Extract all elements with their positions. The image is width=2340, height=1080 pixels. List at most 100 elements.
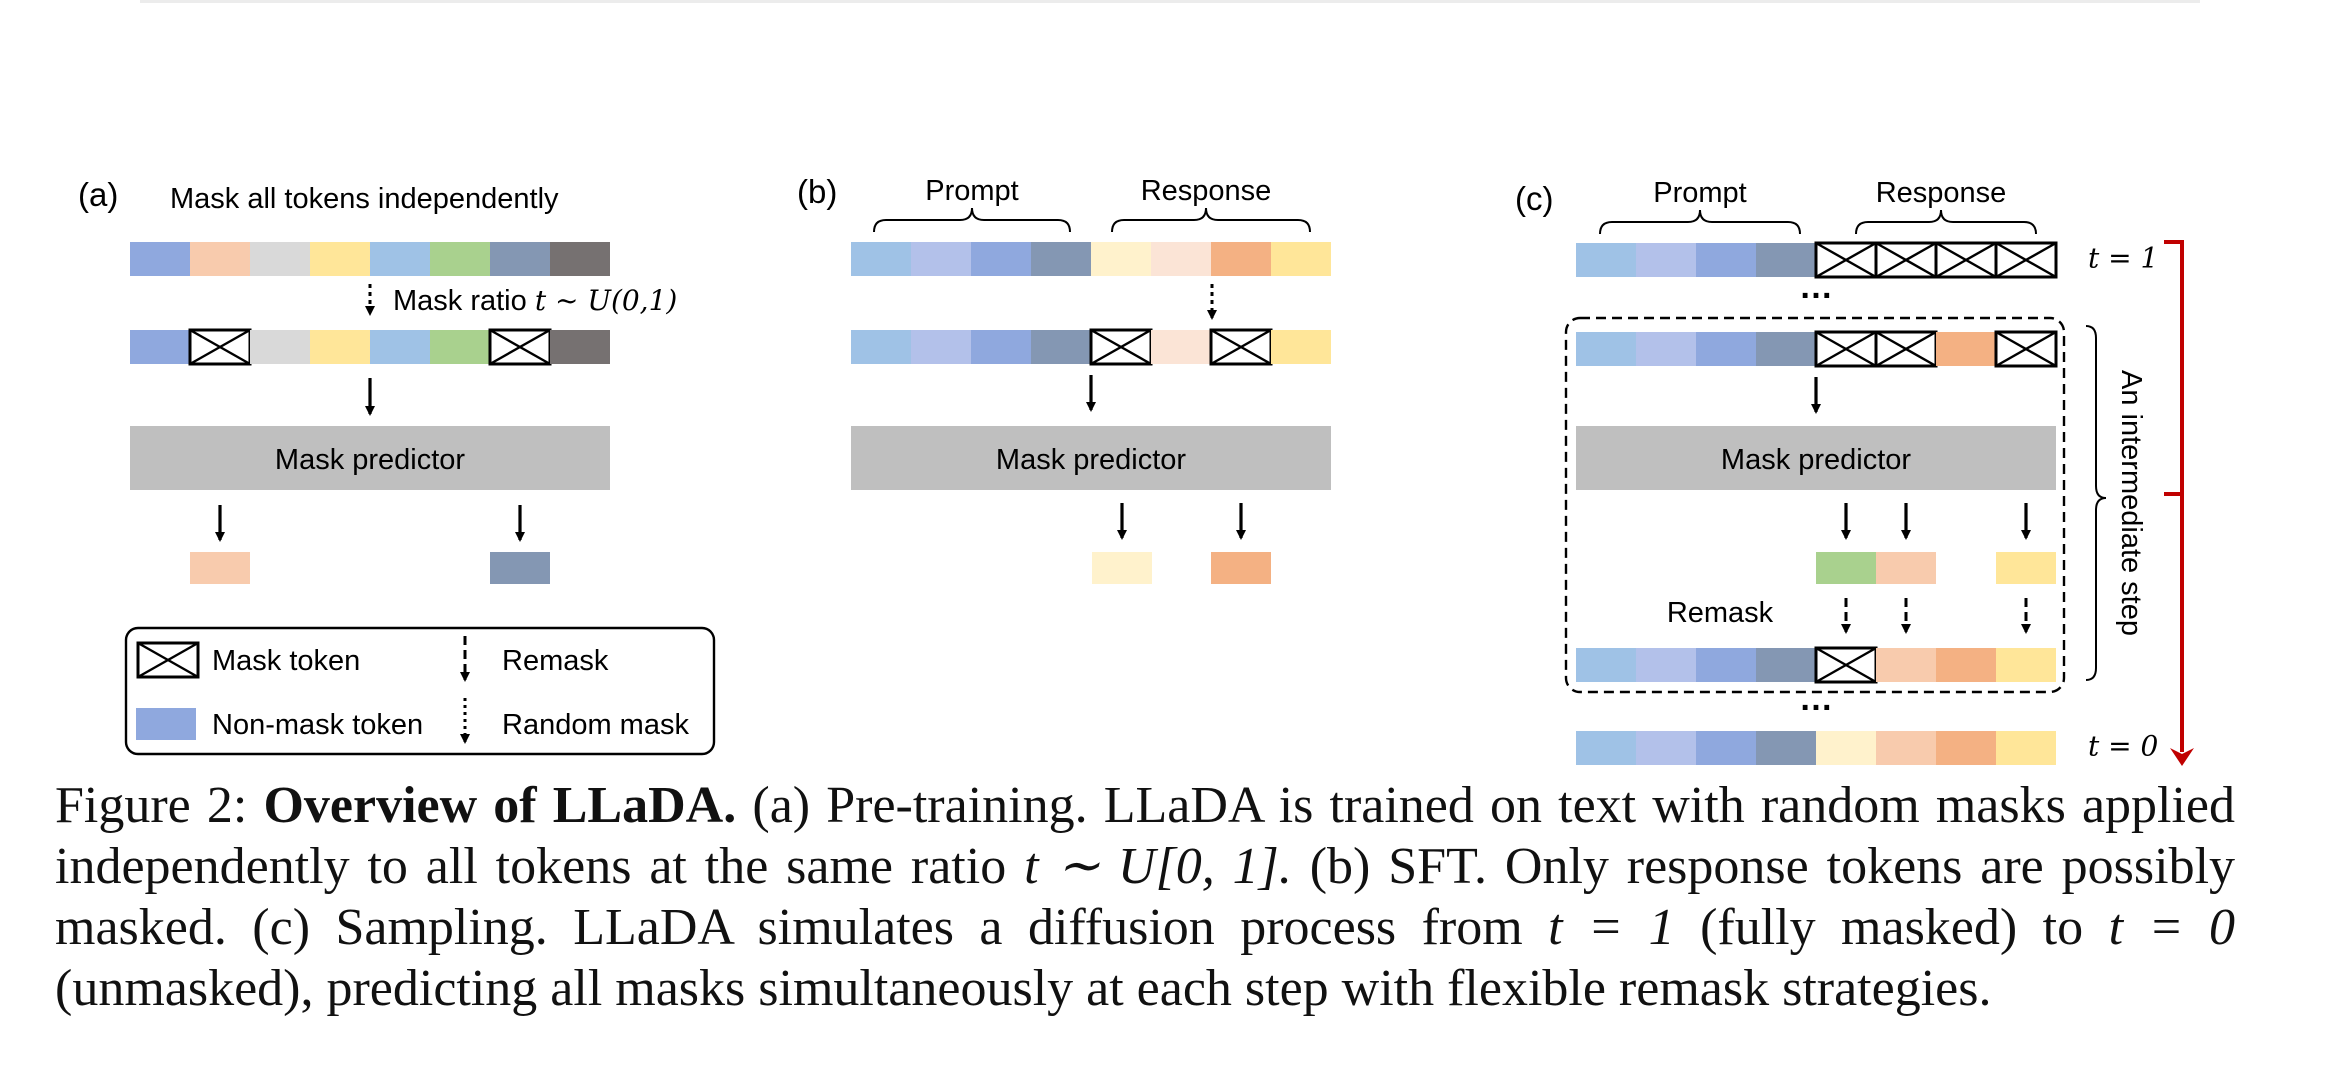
token — [1996, 731, 2056, 765]
caption-formula: t = 1 — [1548, 899, 1675, 956]
token — [1151, 330, 1211, 364]
token — [1696, 731, 1756, 765]
panel-a-title: Mask all tokens independently — [170, 183, 559, 215]
legend: Mask token Remask Non-mask token Random … — [124, 626, 716, 756]
ellipsis-bottom: … — [1799, 680, 1833, 718]
mask-ratio-label: Mask ratio t ~ U(0,1) — [393, 284, 677, 317]
mask-token — [1874, 330, 1938, 368]
token — [1756, 648, 1816, 682]
mask-predictor-box — [130, 426, 610, 490]
figure-label: Figure 2: — [55, 777, 248, 834]
predicted-token — [1996, 552, 2056, 584]
token — [250, 330, 310, 364]
token — [1636, 243, 1696, 277]
panel-c-row-next — [1576, 646, 2056, 684]
t-end-label: t = 0 — [2088, 730, 2158, 763]
mask-token — [1934, 241, 1998, 279]
mask-predictor-label: Mask predictor — [1721, 444, 1912, 476]
mask-token — [1814, 646, 1878, 684]
token — [1876, 648, 1936, 682]
token — [1576, 731, 1636, 765]
predicted-token — [1876, 552, 1936, 584]
response-brace — [1855, 209, 2037, 235]
token — [1271, 330, 1331, 364]
time-axis-arrowhead — [2170, 748, 2194, 766]
token — [370, 242, 430, 276]
panel-b: (b) Prompt Response Mask p — [797, 173, 1331, 584]
caption-title: Overview of LLaDA. — [263, 777, 737, 834]
token — [310, 242, 370, 276]
token — [1756, 731, 1816, 765]
mask-token-icon — [136, 641, 200, 679]
token — [430, 242, 490, 276]
prompt-brace — [873, 207, 1071, 233]
token — [1271, 242, 1331, 276]
non-mask-token-icon — [136, 708, 196, 740]
token — [1576, 243, 1636, 277]
panel-c-row-start — [1576, 241, 2058, 279]
token — [971, 330, 1031, 364]
token — [1876, 731, 1936, 765]
token — [370, 330, 430, 364]
caption-formula: t = 0 — [2108, 899, 2236, 956]
predicted-token — [1211, 552, 1271, 584]
token — [1636, 731, 1696, 765]
mask-token — [1209, 328, 1273, 366]
mask-predictor-box — [851, 426, 1331, 490]
intermediate-step-label: An intermediate step — [2115, 370, 2147, 636]
token — [1576, 332, 1636, 366]
mask-predictor-box — [1576, 426, 2056, 490]
token — [1936, 731, 1996, 765]
legend-mask-token: Mask token — [212, 645, 360, 677]
token — [911, 242, 971, 276]
panel-c: (c) Prompt Response t = 1 … — [1515, 177, 2194, 766]
panel-c-predictions — [1816, 552, 2056, 584]
token — [1636, 648, 1696, 682]
predicted-token — [1092, 552, 1152, 584]
predicted-token — [1816, 552, 1876, 584]
token — [1936, 332, 1996, 366]
time-axis — [2164, 240, 2194, 766]
token — [1031, 330, 1091, 364]
caption-text: (a) Pre-training. LLaDA is trained on te… — [55, 777, 2236, 895]
token — [430, 330, 490, 364]
token — [1211, 242, 1271, 276]
token — [1936, 648, 1996, 682]
prompt-label: Prompt — [1653, 177, 1746, 209]
figure-caption: Figure 2: Overview of LLaDA. (a) Pre-tra… — [55, 775, 2235, 1019]
mask-token — [1994, 241, 2058, 279]
panel-b-masked-tokens — [851, 328, 1331, 366]
llada-overview-figure: (a) Mask all tokens independently Mask r… — [78, 173, 2194, 766]
predicted-token — [490, 552, 550, 584]
token — [130, 242, 190, 276]
panel-a-label: (a) — [78, 176, 118, 213]
token — [1696, 648, 1756, 682]
prompt-label: Prompt — [925, 175, 1018, 207]
panel-a-masked-tokens — [130, 328, 610, 366]
mask-predictor-label: Mask predictor — [996, 444, 1187, 476]
token — [971, 242, 1031, 276]
token — [1031, 242, 1091, 276]
panel-b-label: (b) — [797, 173, 837, 210]
token — [250, 242, 310, 276]
token — [1816, 731, 1876, 765]
mask-token — [1089, 328, 1153, 366]
legend-random-mask: Random mask — [502, 709, 689, 741]
response-brace — [1111, 207, 1311, 233]
token — [1756, 243, 1816, 277]
mask-token — [188, 328, 252, 366]
token — [1576, 648, 1636, 682]
caption-text: (fully masked) to — [1700, 899, 2084, 956]
token — [1696, 332, 1756, 366]
token — [851, 242, 911, 276]
token — [1756, 332, 1816, 366]
response-label: Response — [1141, 175, 1272, 207]
token — [1696, 243, 1756, 277]
t-start-label: t = 1 — [2088, 242, 2158, 275]
prompt-brace — [1599, 209, 1801, 235]
token — [490, 242, 550, 276]
mask-token — [488, 328, 552, 366]
token — [851, 330, 911, 364]
caption-formula: t ∼ U[0, 1]. — [1024, 838, 1292, 895]
panel-a-input-tokens — [130, 242, 610, 276]
